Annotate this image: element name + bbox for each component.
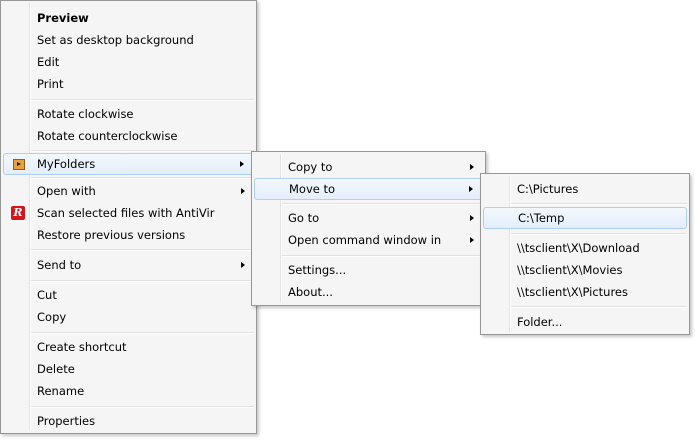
menu-item-label: \\tsclient\X\Movies: [517, 263, 623, 277]
menu-item-label: Move to: [289, 182, 336, 196]
submenu-arrow-icon: [469, 186, 473, 192]
submenu-arrow-icon: [241, 188, 245, 194]
menu-item-label: Properties: [37, 414, 96, 428]
menu-item-open-with[interactable]: Open with: [3, 180, 254, 202]
menu-item-label: \\tsclient\X\Download: [517, 241, 640, 255]
menu-item-label: Delete: [37, 362, 75, 376]
menu-item-label: \\tsclient\X\Pictures: [517, 285, 629, 299]
submenu-arrow-icon: [470, 237, 474, 243]
menu-item-rename[interactable]: Rename: [3, 380, 254, 402]
menu-item-tsclient-download[interactable]: \\tsclient\X\Download: [483, 237, 687, 259]
menu-item-edit[interactable]: Edit: [3, 51, 254, 73]
menu-item-label: C:\Pictures: [517, 182, 579, 196]
menu-item-label: Set as desktop background: [37, 33, 194, 47]
menu-item-label: Edit: [37, 55, 60, 69]
menu-item-cut[interactable]: Cut: [3, 284, 254, 306]
menu-separator: [31, 249, 254, 251]
menu-separator: [511, 203, 687, 205]
menu-item-tsclient-movies[interactable]: \\tsclient\X\Movies: [483, 259, 687, 281]
submenu-arrow-icon: [470, 215, 474, 221]
menu-item-settings[interactable]: Settings...: [254, 259, 483, 281]
menu-item-label: About...: [288, 285, 333, 299]
menu-item-label: C:\Temp: [518, 211, 565, 225]
menu-item-label: Open command window in: [288, 233, 442, 247]
menu-item-label: Rotate counterclockwise: [37, 129, 178, 143]
menu-item-move-to[interactable]: Move to: [254, 178, 483, 200]
menu-item-label: Restore previous versions: [37, 228, 186, 242]
menu-item-create-shortcut[interactable]: Create shortcut: [3, 336, 254, 358]
menu-item-folder-browse[interactable]: Folder...: [483, 311, 687, 333]
icon-gutter: [280, 154, 282, 303]
menu-separator: [31, 406, 254, 408]
menu-item-label: Create shortcut: [37, 340, 127, 354]
menu-separator: [31, 150, 254, 152]
menu-separator: [31, 332, 254, 334]
menu-item-label: Open with: [37, 184, 96, 198]
menu-item-label: Copy: [37, 310, 67, 324]
icon-gutter: [509, 176, 511, 332]
menu-item-delete[interactable]: Delete: [3, 358, 254, 380]
menu-item-label: Rotate clockwise: [37, 107, 134, 121]
antivir-umbrella-icon: R: [11, 206, 25, 220]
menu-item-go-to[interactable]: Go to: [254, 207, 483, 229]
menu-item-about[interactable]: About...: [254, 281, 483, 303]
menu-item-label: Settings...: [288, 263, 347, 277]
menu-separator: [282, 203, 483, 205]
menu-item-copy-to[interactable]: Copy to: [254, 156, 483, 178]
icon-gutter: [29, 3, 31, 431]
menu-item-tsclient-pictures[interactable]: \\tsclient\X\Pictures: [483, 281, 687, 303]
menu-item-properties[interactable]: Properties: [3, 410, 254, 432]
menu-item-restore-previous-versions[interactable]: Restore previous versions: [3, 224, 254, 246]
myfolders-submenu: Copy to Move to Go to Open command windo…: [251, 151, 486, 306]
menu-separator: [511, 306, 687, 308]
menu-item-label: Cut: [37, 288, 57, 302]
submenu-arrow-icon: [470, 164, 474, 170]
menu-item-print[interactable]: Print: [3, 73, 254, 95]
menu-item-open-command-window[interactable]: Open command window in: [254, 229, 483, 251]
menu-separator: [511, 233, 687, 235]
context-menu: Preview Set as desktop background Edit P…: [0, 0, 257, 434]
submenu-arrow-icon: [240, 161, 244, 167]
menu-separator: [31, 177, 254, 179]
menu-separator: [31, 280, 254, 282]
menu-item-folder-temp[interactable]: C:\Temp: [483, 207, 687, 229]
menu-item-label: Scan selected files with AntiVir: [37, 206, 215, 220]
menu-separator: [282, 255, 483, 257]
menu-item-label: Go to: [288, 211, 320, 225]
menu-item-preview[interactable]: Preview: [3, 7, 254, 29]
menu-item-copy[interactable]: Copy: [3, 306, 254, 328]
menu-item-rotate-clockwise[interactable]: Rotate clockwise: [3, 103, 254, 125]
menu-item-label: Send to: [37, 258, 82, 272]
menu-item-label: Copy to: [288, 160, 333, 174]
menu-item-scan-antivir[interactable]: R Scan selected files with AntiVir: [3, 202, 254, 224]
move-to-submenu: C:\Pictures C:\Temp \\tsclient\X\Downloa…: [480, 173, 690, 335]
submenu-arrow-icon: [241, 262, 245, 268]
menu-item-set-desktop-background[interactable]: Set as desktop background: [3, 29, 254, 51]
menu-item-folder-pictures[interactable]: C:\Pictures: [483, 178, 687, 200]
menu-item-label: MyFolders: [37, 157, 96, 171]
folder-arrow-icon: [13, 159, 25, 170]
menu-item-rotate-counterclockwise[interactable]: Rotate counterclockwise: [3, 125, 254, 147]
menu-item-label: Folder...: [517, 315, 563, 329]
menu-item-send-to[interactable]: Send to: [3, 254, 254, 276]
menu-item-label: Print: [37, 77, 64, 91]
menu-item-label: Preview: [37, 11, 89, 25]
menu-item-myfolders[interactable]: MyFolders: [3, 153, 254, 175]
menu-separator: [31, 99, 254, 101]
menu-item-label: Rename: [37, 384, 85, 398]
